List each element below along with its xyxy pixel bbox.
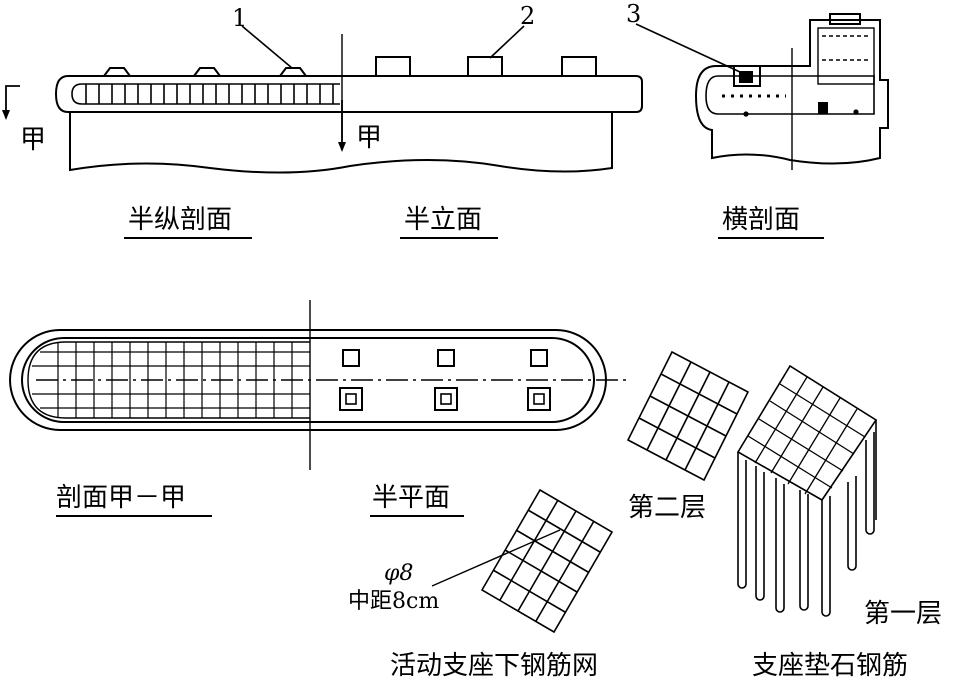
pedestal-top <box>829 13 861 25</box>
arrowhead <box>338 142 346 152</box>
pad-reinforcement-cage <box>736 364 878 617</box>
caption-pad-title: 支座垫石钢筋 <box>752 651 908 681</box>
plan-view <box>9 300 630 517</box>
section-mark-left: 甲 <box>20 125 46 155</box>
plan-bearing <box>530 349 548 367</box>
section-mark-mid: 甲 <box>356 123 382 153</box>
caption-layer-two: 第二层 <box>628 493 706 523</box>
bearing-block <box>561 56 597 77</box>
caption-cross-section: 横剖面 <box>722 205 800 235</box>
callout-leader-1 <box>241 25 293 69</box>
rebar-dot <box>853 109 859 115</box>
caption-half-plan: 半平面 <box>372 483 450 513</box>
section-mark-left-arrow <box>5 85 20 118</box>
pedestal-rebar <box>817 27 875 85</box>
plan-fixed-bearing <box>434 387 458 411</box>
cap-rebar-outline <box>71 83 340 105</box>
plan-bearing <box>342 349 360 367</box>
bearing-pad <box>103 67 131 77</box>
plan-bearing <box>437 349 455 367</box>
caption-layer-one: 第一层 <box>864 599 942 629</box>
caption-half-long-section: 半纵剖面 <box>128 205 232 235</box>
rebar-dot <box>743 111 749 117</box>
caption-mesh-title: 活动支座下钢筋网 <box>390 651 598 681</box>
cap-outline <box>54 75 643 113</box>
bearing-pad-core <box>739 71 753 83</box>
plan-outer <box>9 329 607 431</box>
mesh-note-spacing: 中距8cm <box>348 589 439 614</box>
callout-leader-2 <box>489 25 525 59</box>
plan-inner <box>21 337 595 423</box>
mesh-note-bar: φ8 <box>384 561 413 586</box>
plan-fixed-bearing <box>527 387 551 411</box>
callout-leader-3 <box>635 23 741 73</box>
cage-legs <box>737 420 877 617</box>
caption-section-aa: 剖面甲－甲 <box>56 483 186 513</box>
bearing-pad-3 <box>733 65 761 87</box>
cap-stirrups <box>85 84 334 104</box>
arrowhead <box>2 110 10 120</box>
cross-section-outline <box>694 19 889 165</box>
rebar-mesh-boundary <box>27 341 310 419</box>
bearing-pad <box>193 67 221 77</box>
bearing-pad <box>279 67 307 77</box>
bearing-block <box>375 56 411 77</box>
long-section-elevation <box>2 25 643 239</box>
callout-2: 2 <box>520 2 535 30</box>
cross-section-inner <box>705 75 875 115</box>
caption-half-elevation: 半立面 <box>404 205 482 235</box>
cage-top-mesh-lines <box>747 376 866 495</box>
plan-fixed-bearing <box>339 387 363 411</box>
cross-section <box>635 13 889 239</box>
movable-bearing-mesh <box>431 488 614 634</box>
anchor-block <box>818 102 828 114</box>
layer-two-mesh <box>626 350 750 482</box>
callout-3: 3 <box>626 0 641 28</box>
bearing-block <box>467 56 503 77</box>
callout-1: 1 <box>232 4 247 32</box>
pier-body <box>69 112 613 174</box>
mesh-note-leader <box>431 529 561 587</box>
labels: 1 2 3 甲 甲 半纵剖面 半立面 横剖面 剖面甲－甲 半平面 第二层 第一层… <box>20 0 942 681</box>
